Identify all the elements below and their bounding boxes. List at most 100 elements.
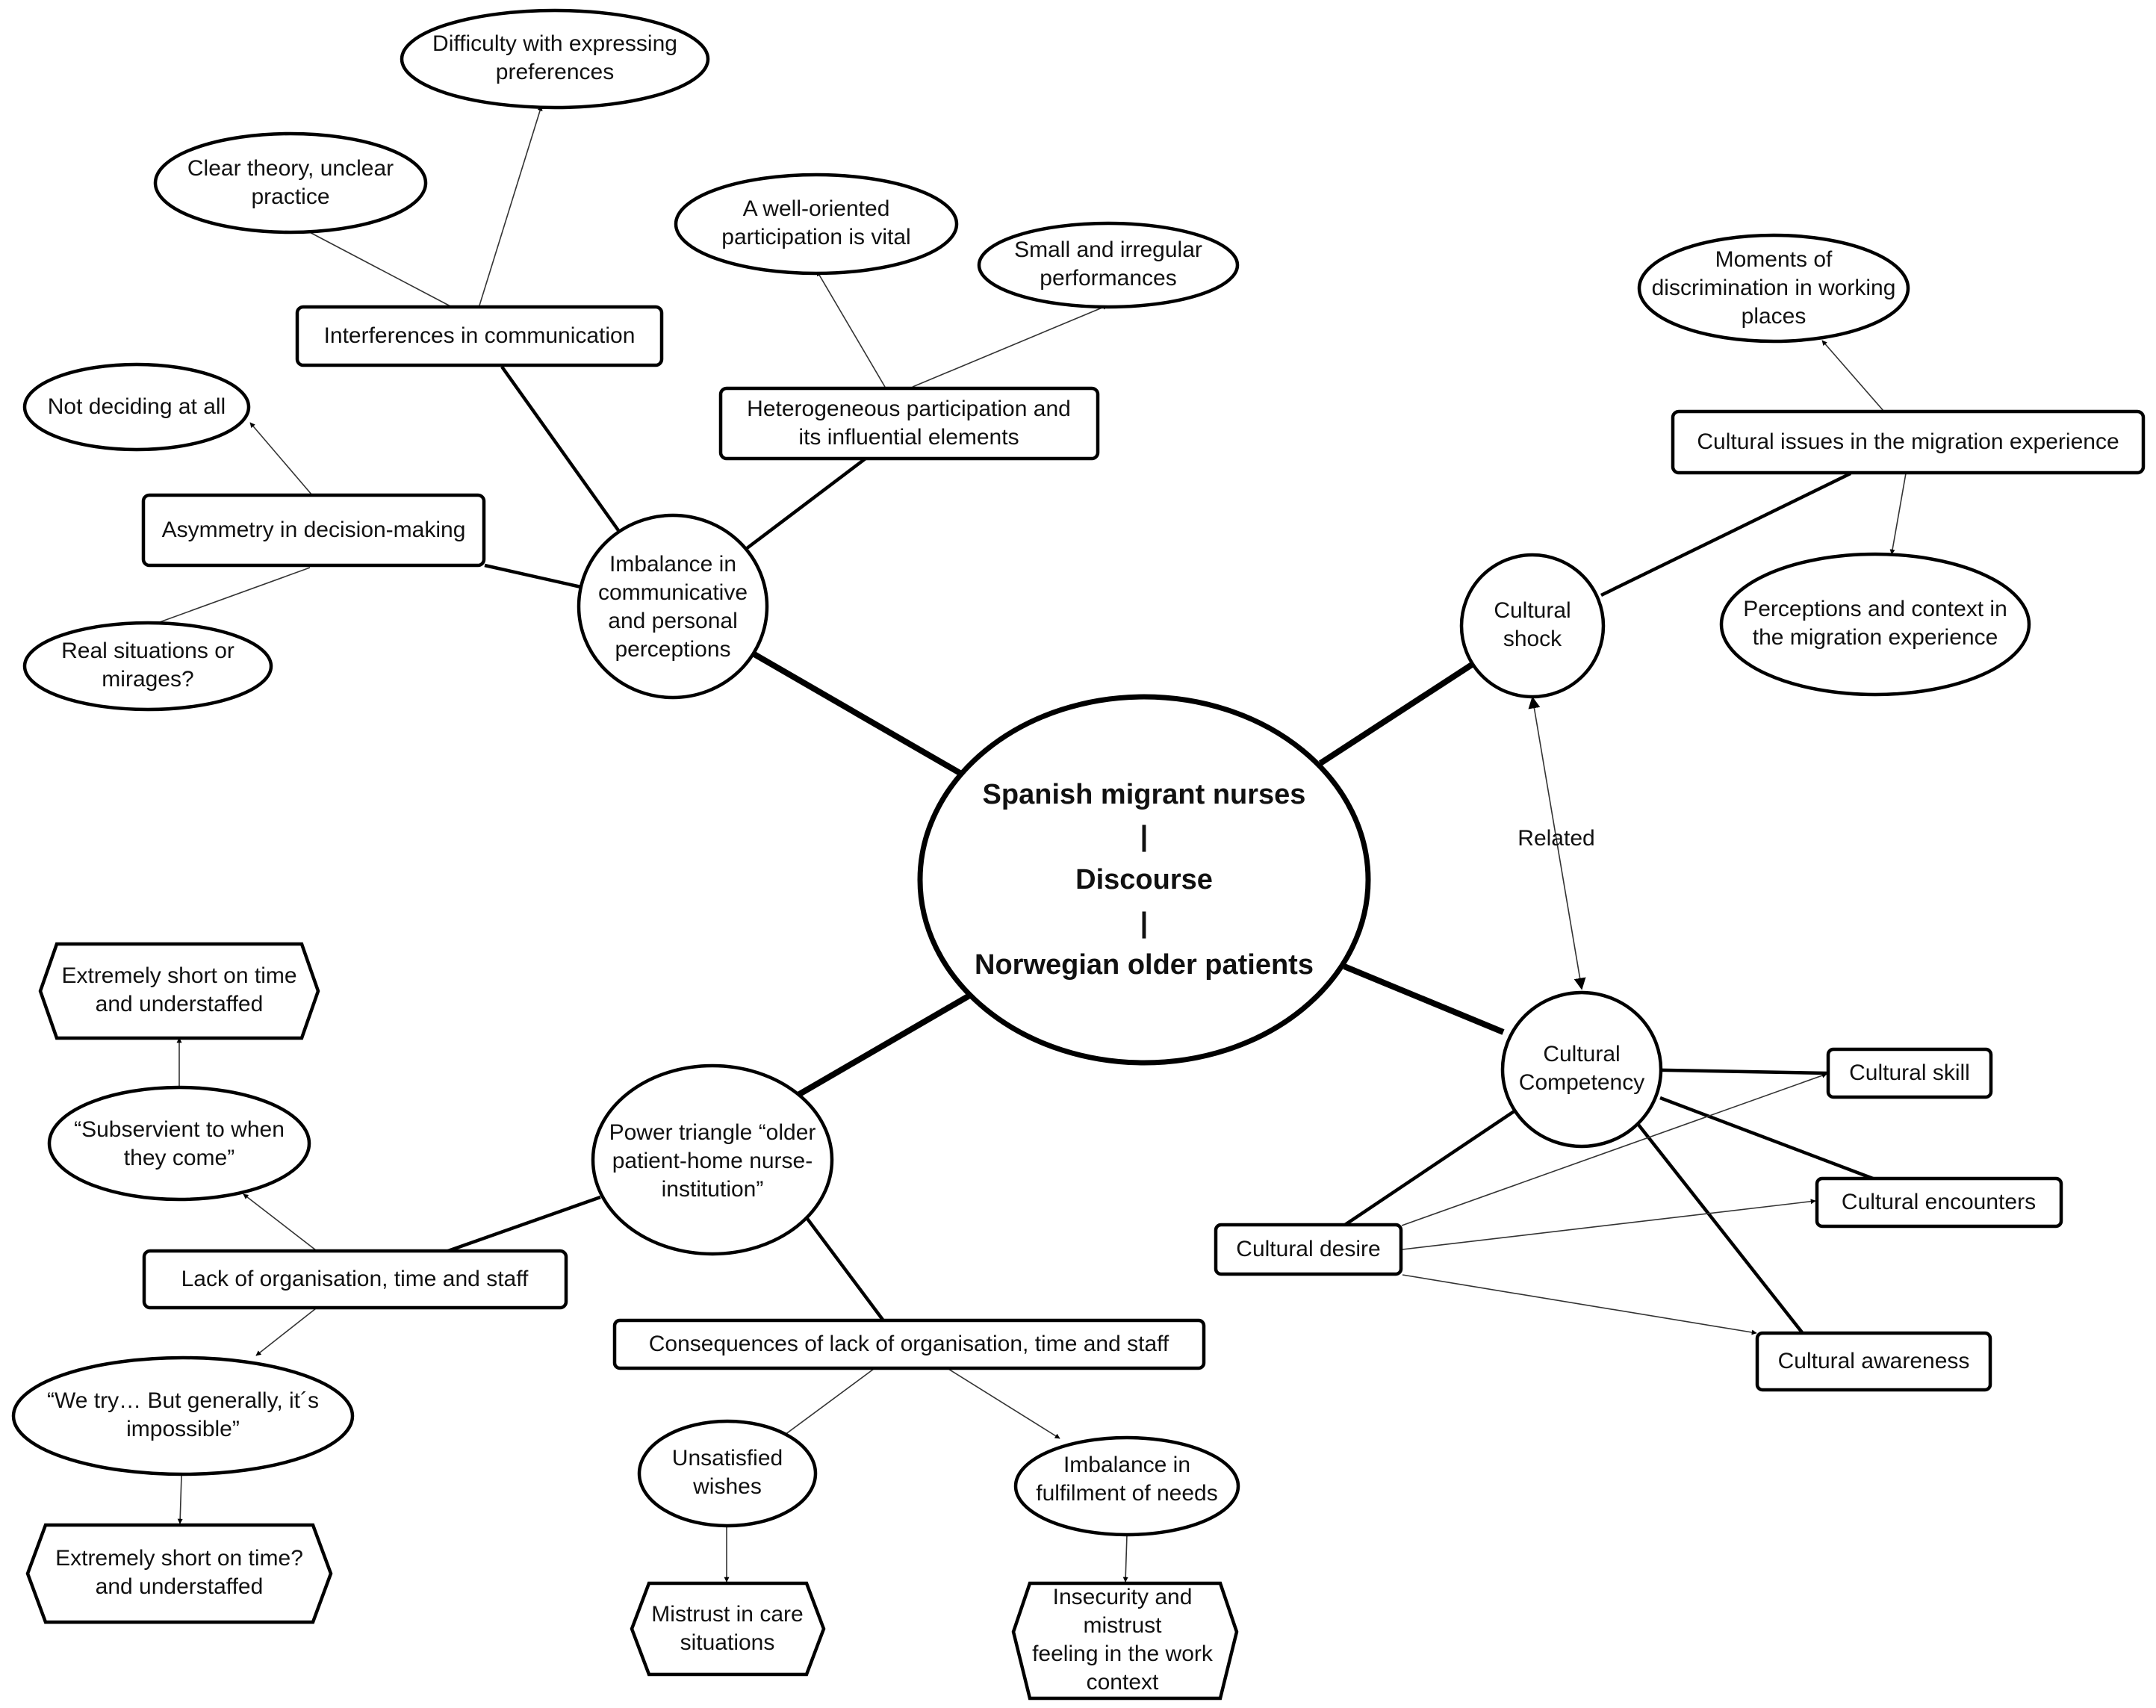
arrow-consequences-imbalance-needs	[948, 1368, 1060, 1439]
theme-power-line: patient-home nurse-	[612, 1149, 813, 1173]
node-cultural-encounters: Cultural encounters	[1815, 1176, 2063, 1229]
theme-shock-line: Cultural	[1494, 598, 1571, 623]
theme-imbalance-line: communicative	[598, 580, 748, 605]
node-real-situations: Real situations or mirages?	[22, 621, 273, 712]
arrow-lack-we-try	[255, 1308, 317, 1356]
node-small-irregular-line: Small and irregular	[1014, 237, 1202, 262]
node-mistrust-line: situations	[680, 1630, 775, 1655]
node-we-try-line: “We try… But generally, it´s	[47, 1388, 319, 1413]
node-unsatisfied-line: Unsatisfied	[672, 1446, 783, 1471]
node-consequences-label: Consequences of lack of organisation, ti…	[649, 1332, 1169, 1356]
node-well-oriented: A well-oriented participation is vital	[674, 173, 959, 276]
edge-shock-migration	[1600, 471, 1851, 597]
theme-power-line: institution”	[662, 1177, 764, 1202]
node-short-on-time-1: Extremely short on time and understaffed	[38, 942, 320, 1040]
node-lack-organisation-label: Lack of organisation, time and staff	[181, 1267, 529, 1291]
central-title: Spanish migrant nurses	[983, 779, 1306, 810]
node-cultural-desire-label: Cultural desire	[1236, 1237, 1380, 1261]
node-migration-issues: Cultural issues in the migration experie…	[1671, 409, 2146, 475]
node-difficulty: Difficulty with expressing preferences	[400, 8, 710, 110]
node-we-try: “We try… But generally, it´s impossible”	[11, 1355, 355, 1476]
node-imbalance-needs-line: fulfilment of needs	[1036, 1481, 1217, 1506]
arrow-consequences-unsatisfied	[781, 1368, 874, 1438]
central-separator-2: |	[1140, 907, 1149, 939]
theme-shock-line: shock	[1503, 627, 1562, 651]
arrow-we-try-short2	[177, 1475, 183, 1524]
node-small-irregular: Small and irregular performances	[977, 221, 1240, 309]
node-real-situations-line: Real situations or	[61, 639, 234, 663]
arrow-migration-moments	[1821, 340, 1884, 412]
node-cultural-awareness-label: Cultural awareness	[1778, 1349, 1970, 1373]
node-lack-organisation: Lack of organisation, time and staff	[142, 1249, 568, 1310]
node-imbalance-needs: Imbalance in fulfilment of needs	[1013, 1435, 1240, 1537]
arrow-migration-perceptions	[1889, 473, 1907, 555]
edge-imbalance-interferences	[500, 365, 621, 534]
theme-imbalance-line: and personal	[608, 609, 737, 633]
edge-center-imbalance	[752, 651, 963, 777]
arrow-heterogeneous-small-irregular	[912, 305, 1108, 388]
theme-imbalance-line: Imbalance in	[609, 552, 736, 577]
node-small-irregular-line: performances	[1040, 266, 1176, 291]
edge-imbalance-heterogeneous	[742, 457, 867, 553]
node-insecurity: Insecurity and mistrust feeling in the w…	[1011, 1581, 1239, 1701]
arrow-asymmetry-real-situations	[149, 567, 311, 627]
node-subservient: “Subservient to when they come”	[47, 1085, 311, 1202]
node-heterogeneous-line: its influential elements	[798, 425, 1019, 450]
node-we-try-line: impossible”	[126, 1417, 240, 1441]
node-moments-line: discrimination in working	[1652, 276, 1896, 300]
edge-imbalance-asymmetry	[484, 563, 582, 589]
edge-competency-encounters	[1659, 1096, 1874, 1181]
node-moments-line: places	[1742, 304, 1806, 329]
theme-imbalance: Imbalance in communicative and personal …	[577, 513, 769, 700]
node-not-deciding-label: Not deciding at all	[48, 394, 226, 419]
arrow-interferences-clear-theory	[291, 222, 453, 308]
edge-label-related: Related	[1517, 826, 1594, 851]
node-migration-issues-label: Cultural issues in the migration experie…	[1697, 429, 2119, 454]
node-interferences-label: Interferences in communication	[324, 323, 636, 348]
arrow-desire-skill	[1401, 1072, 1827, 1226]
node-asymmetry-label: Asymmetry in decision-making	[162, 518, 466, 542]
arrow-desire-encounters	[1402, 1199, 1816, 1250]
arrow-imbalance-needs-insecurity	[1122, 1534, 1128, 1583]
node-cultural-skill: Cultural skill	[1826, 1047, 1993, 1099]
node-cultural-encounters-label: Cultural encounters	[1842, 1190, 2036, 1214]
node-consequences: Consequences of lack of organisation, ti…	[612, 1318, 1206, 1370]
node-short2-line: Extremely short on time?	[55, 1546, 303, 1571]
node-short1-line: Extremely short on time	[61, 963, 296, 988]
node-interferences: Interferences in communication	[295, 305, 664, 367]
edge-center-power	[786, 992, 973, 1104]
central-discourse: Discourse	[1075, 864, 1213, 895]
node-short2-line: and understaffed	[96, 1574, 264, 1599]
node-imbalance-needs-line: Imbalance in	[1063, 1453, 1190, 1477]
node-cultural-skill-label: Cultural skill	[1849, 1060, 1970, 1085]
edge-center-shock	[1318, 659, 1479, 766]
node-cultural-desire: Cultural desire	[1214, 1223, 1403, 1276]
theme-competency-line: Competency	[1519, 1070, 1644, 1095]
node-cultural-awareness: Cultural awareness	[1755, 1331, 1992, 1392]
node-short-on-time-2: Extremely short on time? and understaffe…	[25, 1523, 333, 1624]
central-separator-1: |	[1140, 821, 1149, 852]
theme-cultural-competency: Cultural Competency	[1500, 990, 1663, 1149]
edge-competency-awareness	[1637, 1123, 1804, 1334]
node-moments-line: Moments of	[1715, 247, 1833, 272]
node-well-oriented-line: A well-oriented	[743, 196, 890, 221]
arrow-desire-awareness	[1402, 1274, 1757, 1335]
node-unsatisfied-line: wishes	[692, 1474, 762, 1499]
node-heterogeneous: Heterogeneous participation and its infl…	[718, 386, 1100, 461]
theme-imbalance-line: perceptions	[615, 637, 730, 662]
node-mistrust-line: Mistrust in care	[651, 1602, 803, 1627]
node-insecurity-line: feeling in the work	[1032, 1642, 1214, 1666]
node-well-oriented-line: participation is vital	[721, 225, 910, 249]
node-asymmetry: Asymmetry in decision-making	[141, 493, 486, 568]
node-perceptions-context: Perceptions and context in the migration…	[1719, 552, 2031, 697]
edge-center-competency	[1343, 963, 1505, 1035]
node-real-situations-line: mirages?	[102, 667, 193, 692]
central-node: Spanish migrant nurses | Discourse | Nor…	[917, 694, 1371, 1066]
arrow-asymmetry-not-deciding	[249, 422, 313, 496]
node-not-deciding: Not deciding at all	[22, 362, 251, 452]
node-insecurity-line: Insecurity and	[1053, 1585, 1193, 1609]
theme-cultural-shock: Cultural shock	[1459, 553, 1606, 699]
node-insecurity-line: context	[1087, 1670, 1159, 1695]
node-difficulty-line: Difficulty with expressing	[432, 31, 677, 56]
